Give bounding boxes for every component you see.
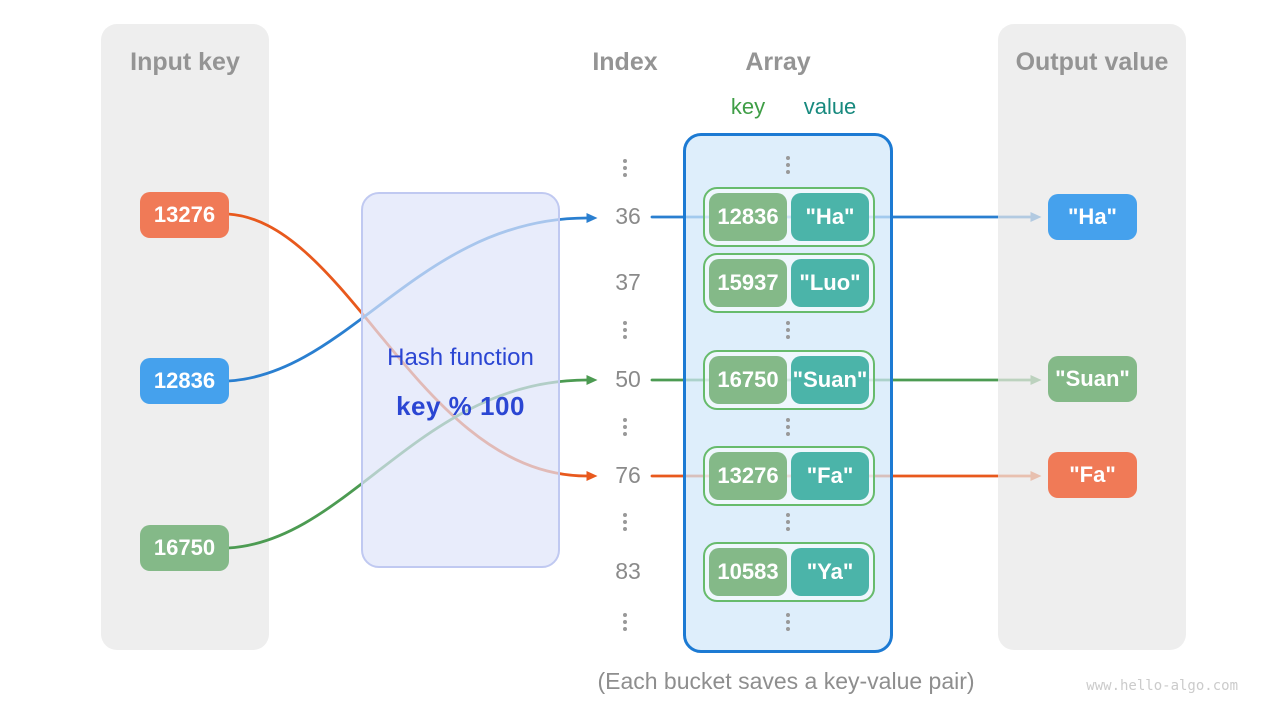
input-key-16750: 16750 — [140, 525, 229, 571]
input-panel-title: Input key — [130, 48, 240, 76]
bucket-key: 15937 — [709, 259, 787, 307]
output-value-fa: "Fa" — [1048, 452, 1137, 498]
bucket-value: "Fa" — [791, 452, 869, 500]
bucket-row-37: 15937 "Luo" — [703, 253, 875, 313]
vertical-ellipsis-icon — [785, 418, 791, 436]
index-83: 83 — [615, 558, 641, 584]
index-column-title: Index — [592, 48, 658, 76]
bucket-row-36: 12836 "Ha" — [703, 187, 875, 247]
bucket-value: "Suan" — [791, 356, 869, 404]
hash-function-formula: key % 100 — [396, 391, 525, 421]
index-37: 37 — [615, 269, 641, 295]
bucket-key: 12836 — [709, 193, 787, 241]
index-50: 50 — [615, 366, 641, 392]
array-title: Array — [745, 48, 811, 76]
diagram-caption: (Each bucket saves a key-value pair) — [597, 668, 975, 694]
output-panel-title: Output value — [1015, 48, 1169, 76]
bucket-value: "Ya" — [791, 548, 869, 596]
vertical-ellipsis-icon — [785, 321, 791, 339]
output-value-suan: "Suan" — [1048, 356, 1137, 402]
vertical-ellipsis-icon — [622, 613, 628, 631]
index-36: 36 — [615, 203, 641, 229]
vertical-ellipsis-icon — [785, 513, 791, 531]
bucket-row-50: 16750 "Suan" — [703, 350, 875, 410]
vertical-ellipsis-icon — [622, 321, 628, 339]
bucket-value: "Luo" — [791, 259, 869, 307]
output-value-panel — [998, 24, 1186, 650]
vertical-ellipsis-icon — [622, 513, 628, 531]
hash-function-label: Hash function — [387, 344, 534, 371]
input-key-12836: 12836 — [140, 358, 229, 404]
bucket-row-83: 10583 "Ya" — [703, 542, 875, 602]
vertical-ellipsis-icon — [785, 156, 791, 174]
vertical-ellipsis-icon — [785, 613, 791, 631]
vertical-ellipsis-icon — [622, 159, 628, 177]
array-value-label: value — [803, 94, 857, 119]
input-key-13276: 13276 — [140, 192, 229, 238]
bucket-key: 10583 — [709, 548, 787, 596]
hash-function-box — [361, 192, 560, 568]
index-76: 76 — [615, 462, 641, 488]
output-value-ha: "Ha" — [1048, 194, 1137, 240]
bucket-row-76: 13276 "Fa" — [703, 446, 875, 506]
vertical-ellipsis-icon — [622, 418, 628, 436]
watermark: www.hello-algo.com — [1086, 678, 1238, 694]
bucket-value: "Ha" — [791, 193, 869, 241]
bucket-key: 16750 — [709, 356, 787, 404]
bucket-key: 13276 — [709, 452, 787, 500]
array-key-label: key — [730, 94, 766, 119]
